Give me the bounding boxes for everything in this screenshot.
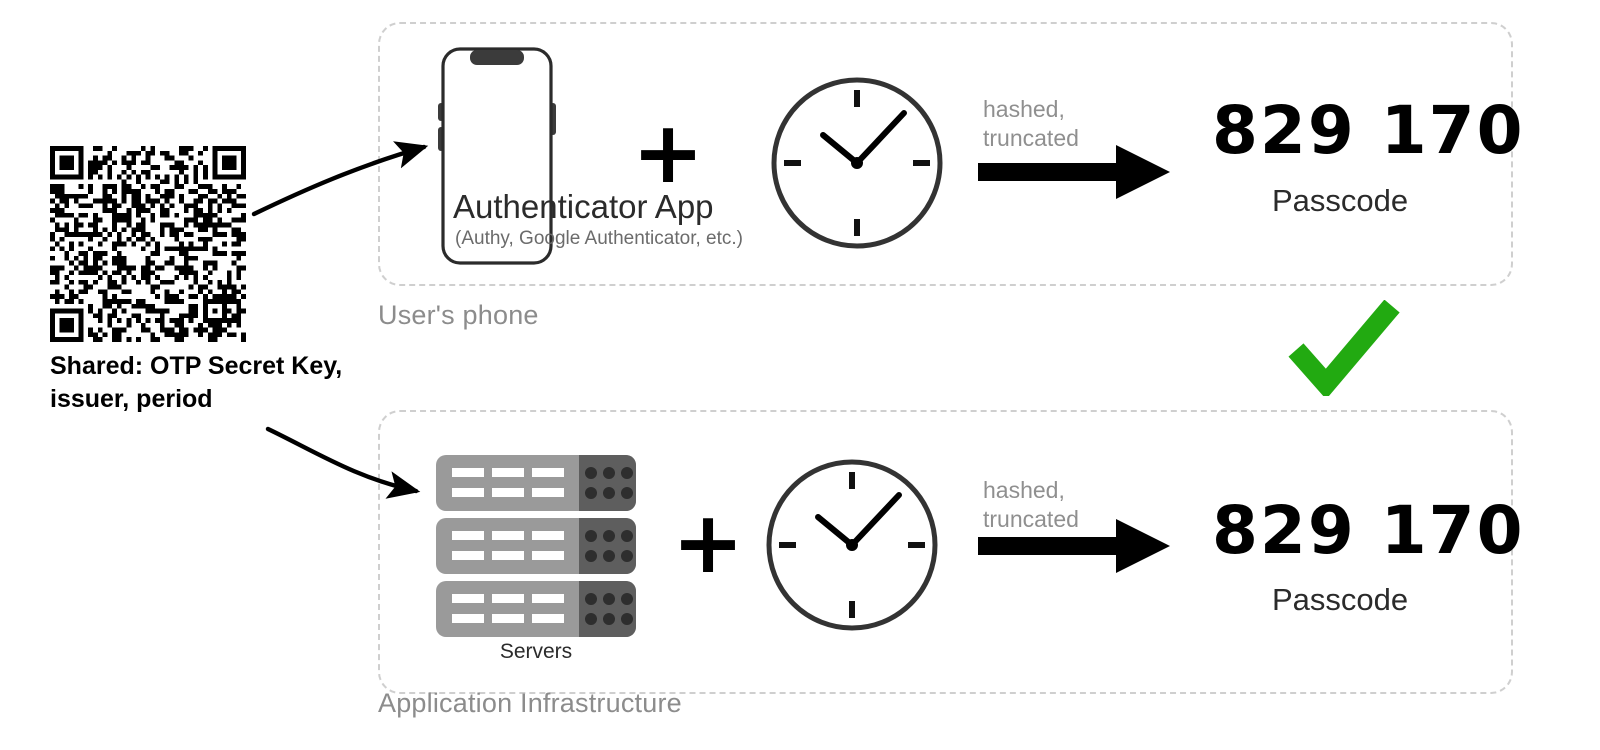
group-label-users-phone: User's phone	[378, 300, 539, 330]
curved-arrow-to-servers	[265, 426, 421, 499]
shared-secret-caption-line2: issuer, period	[50, 385, 213, 413]
curved-arrow-to-phone	[251, 141, 429, 217]
group-label-application-infrastructure: Application Infrastructure	[378, 688, 682, 718]
shared-secret-caption-line1: Shared: OTP Secret Key,	[50, 352, 343, 380]
passcode-value-top: 829 170	[1212, 92, 1525, 169]
authenticator-app-subtitle: (Authy, Google Authenticator, etc.)	[455, 228, 743, 249]
authenticator-app-title: Authenticator App	[453, 188, 714, 225]
thick-arrow-right-top	[978, 145, 1170, 199]
group-box-users-phone	[378, 22, 1513, 286]
servers-icon	[436, 455, 636, 637]
clock-icon-bottom	[766, 459, 938, 631]
group-box-application-infrastructure	[378, 410, 1513, 694]
plus-icon-bottom: +	[672, 493, 745, 593]
qr-code-canvas	[50, 146, 246, 342]
shared-secret-caption: Shared: OTP Secret Key, issuer, period	[50, 350, 390, 416]
qr-code	[50, 146, 246, 342]
transform-label-top: hashed, truncated	[983, 96, 1079, 151]
thick-arrow-right-bottom	[978, 519, 1170, 573]
passcode-label-top: Passcode	[1272, 183, 1409, 218]
green-checkmark-icon	[1288, 300, 1400, 396]
transform-label-bottom: hashed, truncated	[983, 477, 1079, 532]
passcode-label-bottom: Passcode	[1272, 582, 1409, 617]
servers-label: Servers	[499, 640, 573, 663]
smartphone-icon	[438, 47, 556, 265]
clock-icon-top	[771, 77, 943, 249]
passcode-value-bottom: 829 170	[1212, 492, 1525, 569]
plus-icon-top: +	[632, 103, 705, 203]
